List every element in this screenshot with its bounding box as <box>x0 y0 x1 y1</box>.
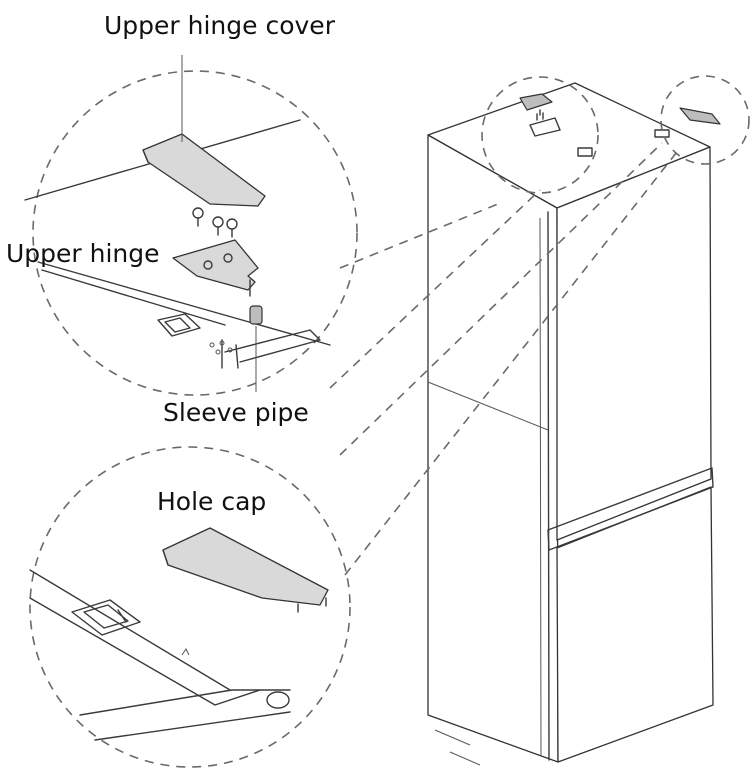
upper-hinge-cover-part <box>142 133 266 207</box>
cover-edge <box>142 149 149 163</box>
sleeve-pipe-part <box>249 305 263 325</box>
fridge-top-socket <box>577 147 593 157</box>
door-top-edge <box>79 689 291 716</box>
label-upper-hinge: Upper hinge <box>6 239 160 268</box>
door-hole <box>266 691 290 709</box>
fridge-top-hole-cap <box>679 107 721 125</box>
label-sleeve-pipe: Sleeve pipe <box>163 398 309 427</box>
upper-hinge-part <box>172 239 259 291</box>
connector-line-1 <box>339 203 499 269</box>
small-marking <box>181 648 190 656</box>
door-top-edge-2 <box>94 711 291 741</box>
side-seam <box>427 381 549 431</box>
label-hole-cap: Hole cap <box>157 487 267 516</box>
fridge-top-socket-2 <box>654 129 670 138</box>
fridge-upper-door <box>556 146 712 541</box>
hole-cap-part <box>162 527 329 606</box>
cabinet-front-edge-2 <box>41 269 226 326</box>
label-upper-hinge-cover: Upper hinge cover <box>104 11 335 40</box>
fridge-top-hinge <box>529 117 561 137</box>
connector-line-2 <box>329 189 541 389</box>
refrigerator <box>427 82 721 766</box>
cabinet-edge-lower-2 <box>29 597 261 706</box>
door-edge-line <box>547 211 550 761</box>
hinge-socket <box>157 313 201 337</box>
cabinet-corner-plate <box>224 329 321 363</box>
hole-cap-pins <box>297 597 327 613</box>
cabinet-holes <box>209 340 233 355</box>
door-edge-line-2 <box>539 217 542 756</box>
cabinet-edge-lower <box>29 569 231 691</box>
hole-cap-detail-circle <box>29 446 351 768</box>
fridge-hinge-zoom-circle <box>481 76 599 194</box>
upper-hinge-detail <box>24 55 331 392</box>
callout-circles <box>29 70 750 768</box>
fridge-top-screws <box>536 109 544 121</box>
fridge-top-hinge-cover <box>519 93 553 111</box>
cabinet-front-edge <box>37 261 331 346</box>
hinge-screws <box>192 207 238 238</box>
connector-line-3 <box>339 142 663 456</box>
hole-cap-detail <box>29 527 329 741</box>
connector-line-4 <box>344 147 681 576</box>
fridge-feet <box>434 729 481 766</box>
cabinet-corner <box>221 339 239 369</box>
fridge-side-face <box>427 134 559 763</box>
fridge-cap-zoom-circle <box>660 75 750 165</box>
upper-hinge-detail-circle <box>32 70 358 396</box>
lower-socket <box>71 599 141 636</box>
